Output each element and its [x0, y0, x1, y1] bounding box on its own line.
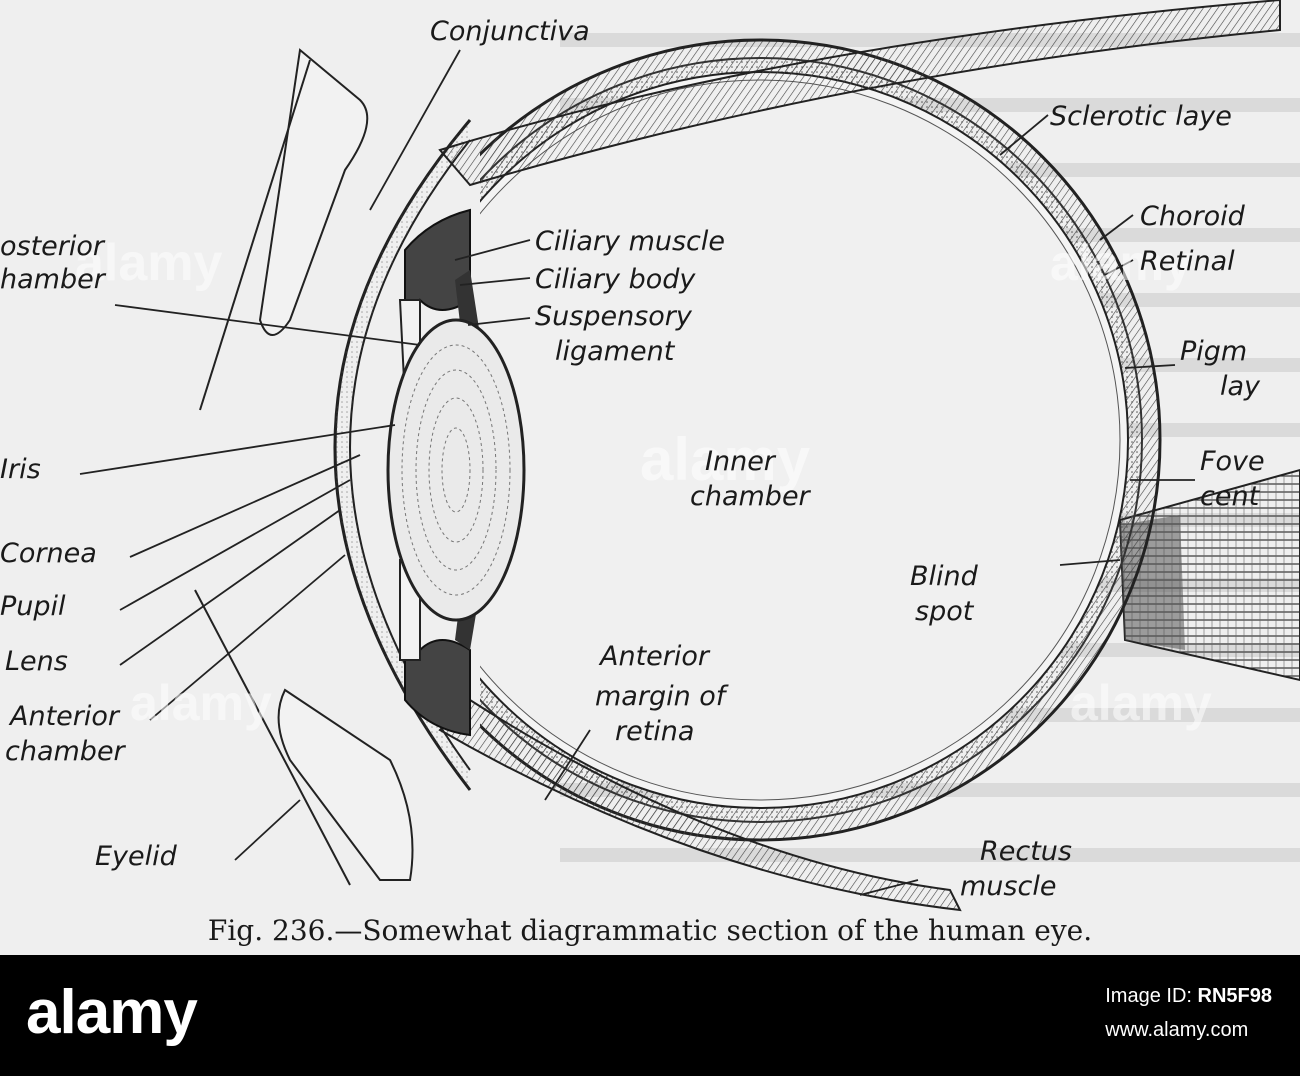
label-anterior-margin-1: Anterior [598, 641, 711, 672]
label-pigment-2: lay [1220, 371, 1261, 402]
label-conjunctiva: Conjunctiva [430, 16, 590, 47]
label-choroid: Choroid [1140, 201, 1246, 232]
rectus-muscle-bottom [438, 698, 962, 912]
watermark-4: alamy [1070, 675, 1212, 731]
label-fovea-2: cent [1200, 481, 1261, 512]
eye-section-drawing: alamy alamy alamy alamy alamy Conjunctiv… [0, 0, 1300, 947]
label-posterior-chamber-1: osterior [0, 231, 106, 262]
image-id-label: Image ID: [1105, 985, 1192, 1007]
label-eyelid: Eyelid [95, 841, 178, 872]
eye-diagram-figure: alamy alamy alamy alamy alamy Conjunctiv… [0, 0, 1300, 955]
image-meta: Image ID: RN5F98 www.alamy.com [1105, 979, 1272, 1047]
label-anterior-margin-3: retina [615, 716, 694, 747]
lens [386, 318, 526, 622]
leader-lines [79, 49, 1195, 896]
label-anterior-chamber-1: Anterior [8, 701, 121, 732]
eyelid-line-top [199, 59, 311, 411]
label-fovea-1: Fove [1200, 446, 1265, 477]
label-lens: Lens [5, 646, 68, 677]
watermark-layer: alamy alamy alamy alamy alamy [75, 234, 1212, 731]
label-ciliary-body: Ciliary body [535, 264, 696, 295]
label-iris: Iris [0, 454, 41, 485]
label-blind-spot-2: spot [915, 596, 975, 627]
site-url: www.alamy.com [1105, 1019, 1249, 1041]
label-cornea: Cornea [0, 538, 97, 569]
label-inner-chamber-1: Inner [705, 446, 777, 477]
watermark-2: alamy [640, 426, 811, 493]
upper-eyelid [258, 48, 369, 336]
label-pigment-1: Pigm [1180, 336, 1247, 367]
label-blind-spot-1: Blind [910, 561, 979, 592]
label-retinal: Retinal [1140, 246, 1235, 277]
image-id-line: Image ID: RN5F98 [1105, 979, 1272, 1013]
label-sclerotic-layer: Sclerotic laye [1050, 101, 1232, 132]
lower-eyelid [277, 688, 414, 881]
stock-footer-bar: alamy Image ID: RN5F98 www.alamy.com [0, 955, 1300, 1076]
figure-caption: Fig. 236.—Somewhat diagrammatic section … [208, 914, 1092, 947]
label-suspensory-1: Suspensory [535, 301, 693, 332]
label-posterior-chamber-2: hamber [0, 264, 107, 295]
watermark-3: alamy [1050, 235, 1192, 291]
watermark-5: alamy [130, 675, 272, 731]
label-ciliary-muscle: Ciliary muscle [535, 226, 725, 257]
eyelid-line-bottom [194, 589, 351, 886]
label-anterior-margin-2: margin of [595, 681, 729, 712]
watermark-1: alamy [75, 234, 223, 292]
cornea-fill [335, 120, 470, 790]
label-inner-chamber-2: chamber [690, 481, 812, 512]
alamy-logo: alamy [26, 978, 198, 1047]
image-id-value: RN5F98 [1197, 985, 1272, 1007]
label-pupil: Pupil [0, 591, 66, 622]
label-suspensory-2: ligament [555, 336, 676, 367]
label-rectus-muscle-1: Rectus [980, 836, 1072, 867]
label-anterior-chamber-2: chamber [5, 736, 127, 767]
rectus-muscle-top [438, 0, 1281, 187]
label-rectus-muscle-2: muscle [960, 871, 1056, 902]
